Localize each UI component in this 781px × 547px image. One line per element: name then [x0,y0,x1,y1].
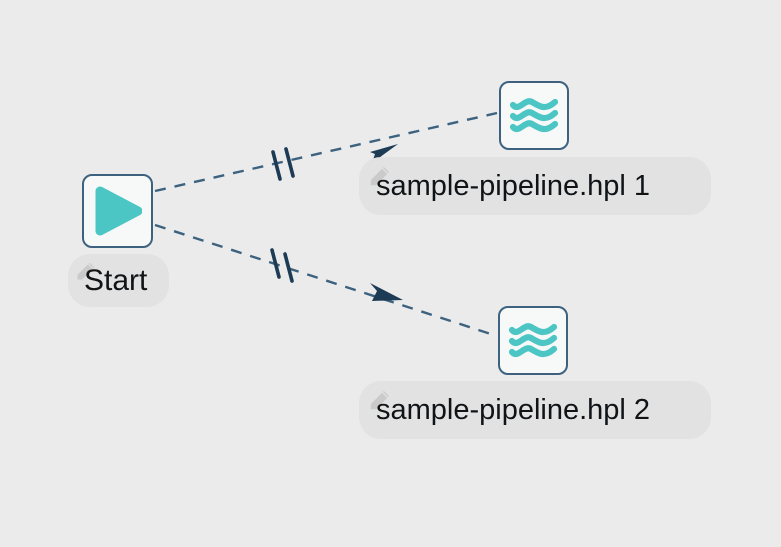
node-pipeline-2[interactable] [498,306,568,375]
pencil-edit-icon[interactable] [367,387,393,413]
node-pipeline-2-label: sample-pipeline.hpl 2 [376,393,651,426]
play-icon [95,186,142,236]
node-start-label-pill[interactable]: Start [68,254,169,307]
pipeline-waves-icon [509,97,559,132]
hop-line [154,223,498,338]
hop-marker-parallel-bars[interactable] [271,147,295,181]
pipeline-waves-icon [508,322,558,357]
node-start[interactable] [82,174,153,248]
hop-marker-parallel-bars[interactable] [270,248,294,283]
hop-arrow-icon [370,283,403,301]
node-pipeline-1[interactable] [499,81,569,150]
node-pipeline-1-label: sample-pipeline.hpl 1 [376,169,651,202]
node-pipeline-2-label-pill[interactable]: sample-pipeline.hpl 2 [359,381,711,439]
node-start-label: Start [84,263,148,297]
pencil-edit-icon[interactable] [74,259,98,283]
node-pipeline-1-label-pill[interactable]: sample-pipeline.hpl 1 [359,157,711,215]
hop-start-to-pipeline-2[interactable] [154,223,498,338]
